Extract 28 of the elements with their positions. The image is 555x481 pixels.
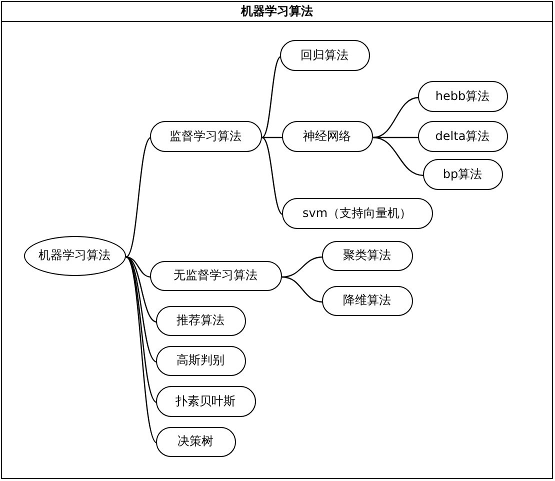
rounded-node: 扑素贝叶斯 bbox=[156, 386, 256, 416]
rounded-node: 高斯判别 bbox=[156, 346, 246, 376]
rounded-node: 无监督学习算法 bbox=[150, 260, 282, 290]
connector-line bbox=[372, 96, 419, 138]
connector-line bbox=[281, 276, 323, 302]
rounded-node: 聚类算法 bbox=[322, 240, 412, 270]
rounded-node: svm（支持向量机） bbox=[282, 198, 432, 228]
rounded-node: 神经网络 bbox=[282, 120, 372, 152]
connector-line bbox=[261, 136, 283, 214]
connector-line bbox=[125, 256, 157, 362]
rounded-node: 推荐算法 bbox=[156, 306, 246, 336]
container-heading: 机器学习算法 bbox=[2, 2, 552, 22]
connector-line bbox=[372, 136, 424, 176]
rounded-node: 回归算法 bbox=[280, 40, 370, 70]
rounded-node: 监督学习算法 bbox=[150, 120, 262, 152]
connector-line bbox=[125, 256, 157, 443]
ellipse-node: 机器学习算法 bbox=[24, 236, 126, 276]
connector-line bbox=[262, 136, 282, 138]
connector-line bbox=[125, 136, 151, 257]
rounded-node: 降维算法 bbox=[322, 286, 412, 316]
connector-line bbox=[125, 256, 157, 402]
rounded-node: hebb算法 bbox=[418, 80, 508, 112]
connector-line bbox=[125, 256, 151, 278]
connector-line bbox=[261, 56, 281, 138]
rounded-node: delta算法 bbox=[418, 120, 508, 152]
rounded-node: bp算法 bbox=[422, 158, 502, 190]
connector-line bbox=[125, 256, 157, 322]
rounded-node: 决策树 bbox=[156, 426, 236, 456]
